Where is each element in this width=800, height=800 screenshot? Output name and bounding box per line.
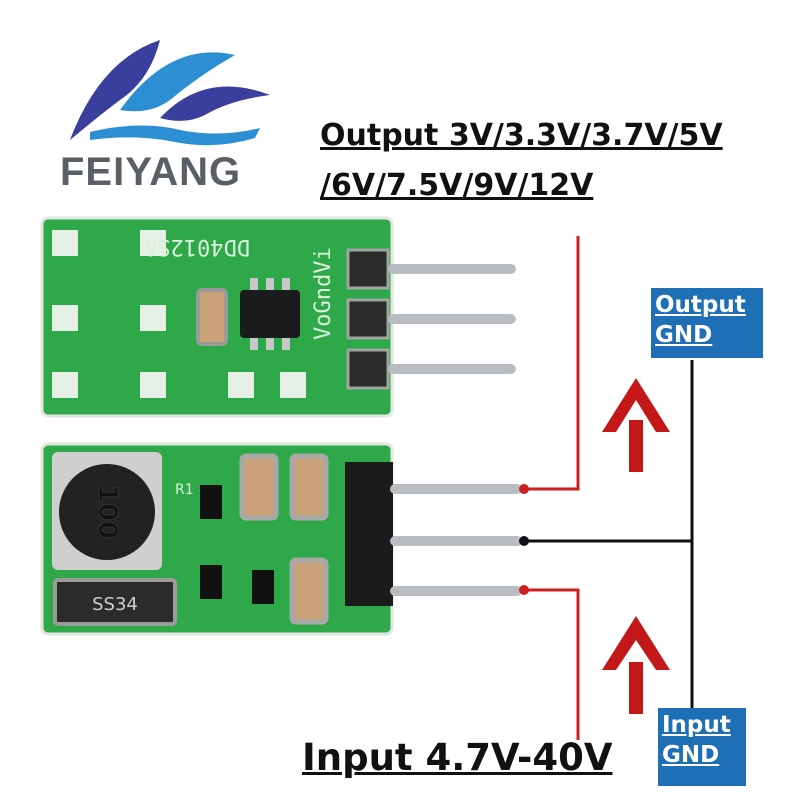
svg-text:VoGndVi: VoGndVi [311,247,336,340]
pcb-bottom-board: 100 SS34 R1 [40,442,522,636]
brand-logo-icon [70,40,270,146]
output-gnd-tag-line2: GND [655,322,713,348]
input-arrow-icon [602,616,670,714]
input-gnd-tag-line2: GND [662,742,720,768]
svg-text:R1: R1 [175,482,194,498]
wiring-diagram [519,236,694,740]
board-model-text: DD4012SA [144,234,250,259]
output-gnd-tag: Output GND [651,288,763,358]
input-voltage-label: Input 4.7V-40V [302,736,613,779]
pcb-top-board: DD4012SA VoGndVi [40,216,516,418]
input-gnd-tag: Input GND [658,708,746,786]
output-voltage-label-cont: /6V/7.5V/9V/12V [320,168,594,203]
svg-text:SS34: SS34 [92,594,138,615]
input-gnd-tag-line1: Input [662,712,731,738]
output-voltage-label: Output 3V/3.3V/3.7V/5V [320,118,723,153]
output-arrow-icon [602,378,670,472]
brand-name: FEIYANG [60,150,242,194]
output-gnd-tag-line1: Output [655,292,746,318]
svg-text:100: 100 [92,485,122,539]
